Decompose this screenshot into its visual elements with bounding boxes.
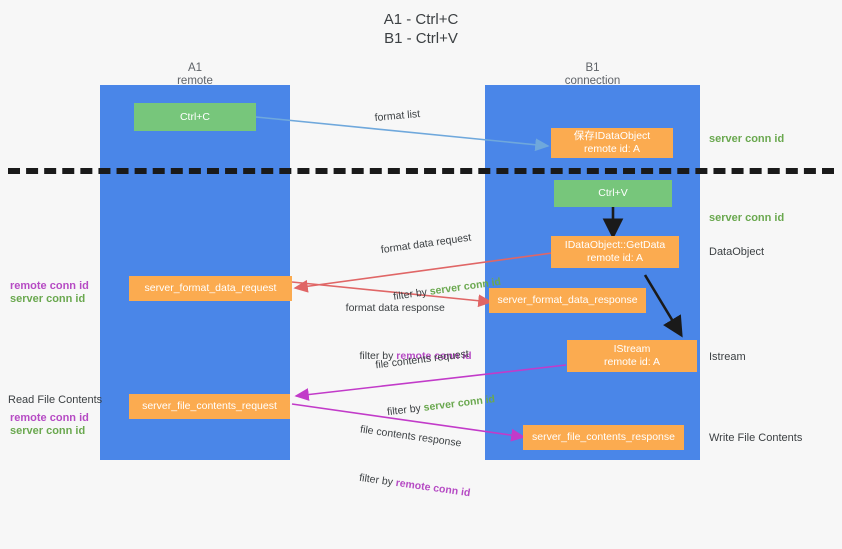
edge-label-format-data-response-filter-key: remote conn id (396, 350, 472, 362)
annotation-format-remote-conn-id: remote conn id (10, 280, 89, 292)
box-istream-line1: IStream (613, 343, 651, 355)
edge-label-file-contents-response-filter-prefix: filter by (358, 471, 397, 489)
box-server-format-data-response-label: server_format_data_response (497, 294, 638, 306)
annotation-server-conn-id-mid: server conn id (709, 212, 785, 224)
box-server-file-contents-response[interactable]: server_file_contents_response (523, 425, 684, 450)
edge-label-file-contents-response: file contents response filter by remote … (334, 404, 480, 549)
box-idataobject-getdata-line1: IDataObject::GetData (564, 239, 666, 251)
diagram-canvas: A1 - Ctrl+C B1 - Ctrl+V A1 remote B1 con… (8, 11, 834, 499)
box-idataobject-getdata-line2: remote id: A (586, 252, 644, 264)
box-istream[interactable]: IStream remote id: A (567, 340, 697, 372)
annotation-server-conn-id-top: server conn id (709, 133, 785, 145)
box-ctrl-v-label: Ctrl+V (598, 187, 628, 199)
annotation-read-file-contents: Read File Contents (8, 394, 103, 406)
annotation-file-server-conn-id: server conn id (10, 425, 86, 437)
arrow-getdata-to-istream (643, 274, 683, 338)
box-save-idataobject-line2: remote id: A (583, 143, 641, 155)
edge-label-format-data-response-filter-prefix: filter by (359, 350, 397, 362)
box-server-file-contents-response-label: server_file_contents_response (531, 431, 675, 443)
annotation-format-server-conn-id: server conn id (10, 293, 86, 305)
connector-layer (255, 116, 683, 442)
edge-label-format-data-response: format data response filter by remote co… (334, 284, 472, 412)
arrow-format-data-request (293, 252, 553, 293)
column-header-a1: A1 remote (177, 62, 213, 87)
column-header-b1: B1 connection (564, 62, 621, 87)
box-ctrl-v[interactable]: Ctrl+V (554, 180, 672, 207)
annotation-write-file-contents: Write File Contents (709, 432, 803, 444)
annotation-istream: Istream (709, 351, 746, 363)
box-istream-line2: remote id: A (603, 356, 661, 368)
box-server-file-contents-request[interactable]: server_file_contents_request (129, 394, 290, 419)
annotation-dataobject: DataObject (709, 246, 765, 258)
arrow-file-contents-response (291, 403, 526, 442)
box-idataobject-getdata[interactable]: IDataObject::GetData remote id: A (551, 236, 679, 268)
arrow-format-data-response (291, 281, 493, 308)
box-server-format-data-response[interactable]: server_format_data_response (489, 288, 646, 313)
edge-label-format-data-response-title: format data response (345, 302, 445, 314)
annotation-file-remote-conn-id: remote conn id (10, 412, 89, 424)
box-save-idataobject-line1: 保存IDataObject (573, 130, 651, 142)
box-ctrl-c[interactable]: Ctrl+C (134, 103, 256, 131)
arrow-file-contents-request (294, 364, 567, 401)
edge-label-format-data-request-title: format data request (380, 231, 472, 257)
box-server-file-contents-request-label: server_file_contents_request (142, 400, 277, 412)
page-title: A1 - Ctrl+C B1 - Ctrl+V (383, 11, 459, 47)
box-save-idataobject[interactable]: 保存IDataObject remote id: A (551, 128, 673, 158)
box-server-format-data-request[interactable]: server_format_data_request (129, 276, 292, 301)
edge-label-file-contents-response-title: file contents response (359, 423, 463, 450)
phase-divider (8, 168, 834, 174)
edge-label-file-contents-request-title: file contents request (374, 347, 470, 372)
edge-label-file-contents-response-filter-key: remote conn id (394, 476, 472, 500)
arrow-format-list (255, 116, 550, 152)
box-ctrl-c-label: Ctrl+C (179, 110, 211, 123)
edge-label-file-contents-request-filter-key: server conn id (422, 393, 496, 414)
box-server-format-data-request-label: server_format_data_request (144, 282, 277, 294)
